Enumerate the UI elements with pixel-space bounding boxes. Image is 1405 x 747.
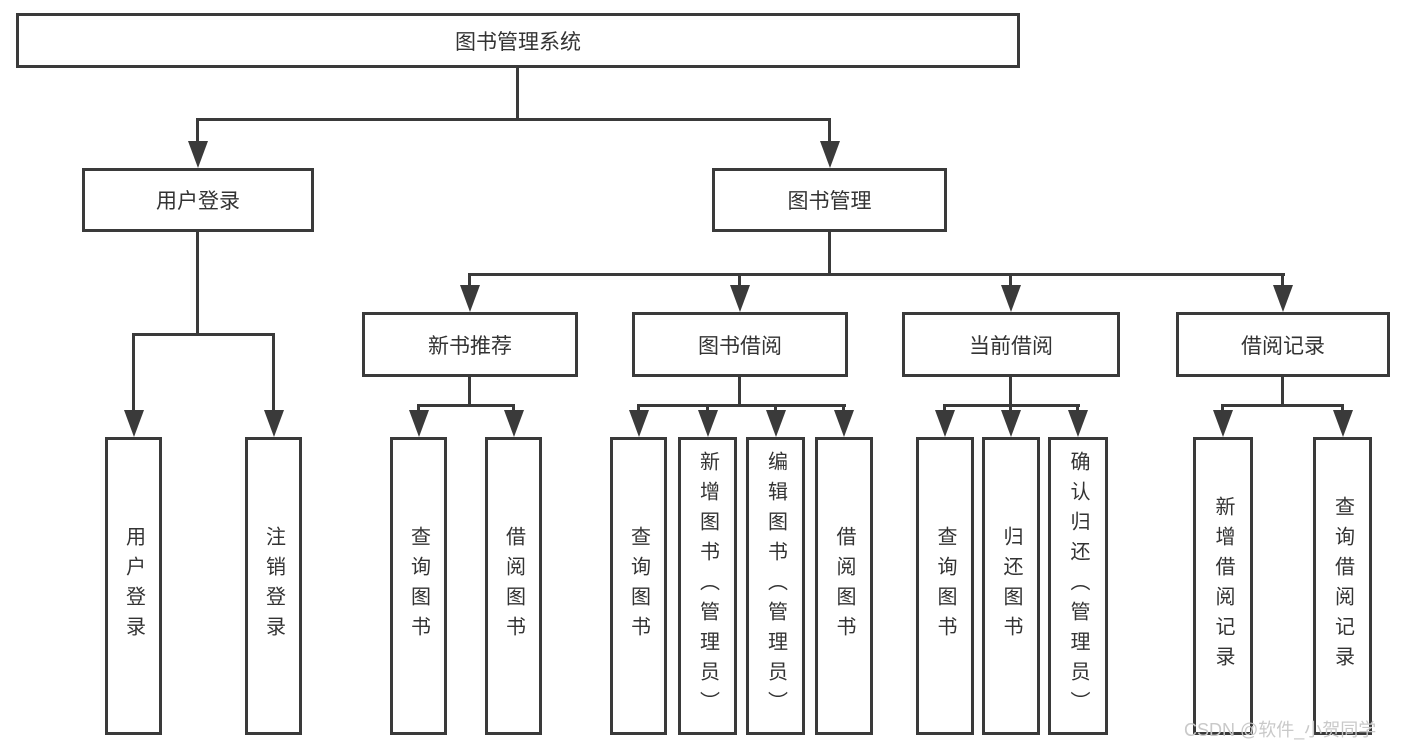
arrow-head <box>409 410 429 437</box>
connector-line <box>1009 377 1012 407</box>
node-add-borrow-record: 新增借阅记录 <box>1193 437 1253 735</box>
arrow-head <box>124 410 144 437</box>
connector-line <box>417 404 515 407</box>
arrow-head <box>629 410 649 437</box>
connector-line <box>132 333 275 336</box>
node-user-login: 用户登录 <box>82 168 314 232</box>
arrow-head <box>730 285 750 312</box>
node-confirm-return-admin: 确认归还（管理员） <box>1048 437 1108 735</box>
node-book-management: 图书管理 <box>712 168 947 232</box>
node-logout: 注销登录 <box>245 437 302 735</box>
node-label: 图书管理 <box>787 190 872 213</box>
node-current-borrow: 当前借阅 <box>902 312 1120 377</box>
connector-line <box>1009 404 1012 413</box>
csdn-watermark: CSDN @软件_小贺同学 <box>1184 720 1377 740</box>
connector-line <box>828 232 831 276</box>
node-label: 归还图书 <box>1000 526 1022 646</box>
connector-line <box>468 273 1285 276</box>
arrow-head <box>766 410 786 437</box>
connector-line <box>706 404 709 413</box>
connector-line <box>272 333 275 413</box>
connector-line <box>738 273 741 288</box>
node-query-books-current: 查询图书 <box>916 437 974 735</box>
connector-line <box>196 118 199 144</box>
node-label: 查询图书 <box>407 526 430 646</box>
node-edit-books-admin: 编辑图书（管理员） <box>746 437 805 735</box>
connector-line <box>842 404 845 413</box>
arrow-head <box>1068 410 1088 437</box>
node-label: 注销登录 <box>262 526 285 646</box>
node-label: 新增借阅记录 <box>1212 496 1234 676</box>
connector-line <box>1281 377 1284 407</box>
arrow-head <box>264 410 284 437</box>
node-add-books-admin: 新增图书（管理员） <box>678 437 737 735</box>
connector-line <box>196 232 199 336</box>
node-label: 查询图书 <box>627 526 650 646</box>
arrow-head <box>820 141 840 168</box>
node-label: 用户登录 <box>122 526 145 646</box>
arrow-head <box>188 141 208 168</box>
connector-line <box>738 377 741 407</box>
node-label: 查询借阅记录 <box>1331 496 1354 676</box>
node-label: 新书推荐 <box>428 334 512 358</box>
node-label: 图书借阅 <box>698 334 782 358</box>
connector-line <box>774 404 777 413</box>
node-query-books-recommend: 查询图书 <box>390 437 447 735</box>
node-label: 查询图书 <box>934 526 956 646</box>
node-label: 确认归还（管理员） <box>1067 451 1089 721</box>
node-label: 当前借阅 <box>969 334 1053 358</box>
arrow-head <box>1001 410 1021 437</box>
connector-line <box>1009 273 1012 288</box>
node-label: 借阅图书 <box>833 526 855 646</box>
connector-line <box>637 404 640 413</box>
arrow-head <box>1001 285 1021 312</box>
node-borrow-records: 借阅记录 <box>1176 312 1390 377</box>
node-book-borrow: 图书借阅 <box>632 312 848 377</box>
node-label: 图书管理系统 <box>455 30 581 54</box>
node-return-books: 归还图书 <box>982 437 1040 735</box>
connector-line <box>417 404 420 413</box>
arrow-head <box>698 410 718 437</box>
connector-line <box>1221 404 1344 407</box>
arrow-head <box>1273 285 1293 312</box>
node-label: 借阅图书 <box>502 526 525 646</box>
node-label: 用户登录 <box>156 190 240 213</box>
connector-line <box>516 68 519 121</box>
node-borrow-books: 借阅图书 <box>815 437 873 735</box>
connector-line <box>828 118 831 144</box>
connector-line <box>132 333 135 413</box>
connector-line <box>637 404 846 407</box>
arrow-head <box>1213 410 1233 437</box>
connector-line <box>468 377 471 407</box>
node-library-system: 图书管理系统 <box>16 13 1020 68</box>
node-label: 编辑图书（管理员） <box>764 451 787 721</box>
node-user-login-leaf: 用户登录 <box>105 437 162 735</box>
connector-line <box>1076 404 1079 413</box>
connector-line <box>468 273 471 288</box>
node-label: 新增图书（管理员） <box>696 451 719 721</box>
arrow-head <box>504 410 524 437</box>
node-label: 借阅记录 <box>1241 334 1325 358</box>
connector-line <box>1281 273 1284 288</box>
node-borrow-books-recommend: 借阅图书 <box>485 437 542 735</box>
node-new-book-recommend: 新书推荐 <box>362 312 578 377</box>
arrow-head <box>834 410 854 437</box>
node-query-books-borrow: 查询图书 <box>610 437 667 735</box>
connector-line <box>1341 404 1344 413</box>
arrow-head <box>460 285 480 312</box>
connector-line <box>512 404 515 413</box>
arrow-head <box>1333 410 1353 437</box>
connector-line <box>943 404 946 413</box>
arrow-head <box>935 410 955 437</box>
connector-line <box>1221 404 1224 413</box>
connector-line <box>196 118 831 121</box>
node-query-borrow-record: 查询借阅记录 <box>1313 437 1372 735</box>
